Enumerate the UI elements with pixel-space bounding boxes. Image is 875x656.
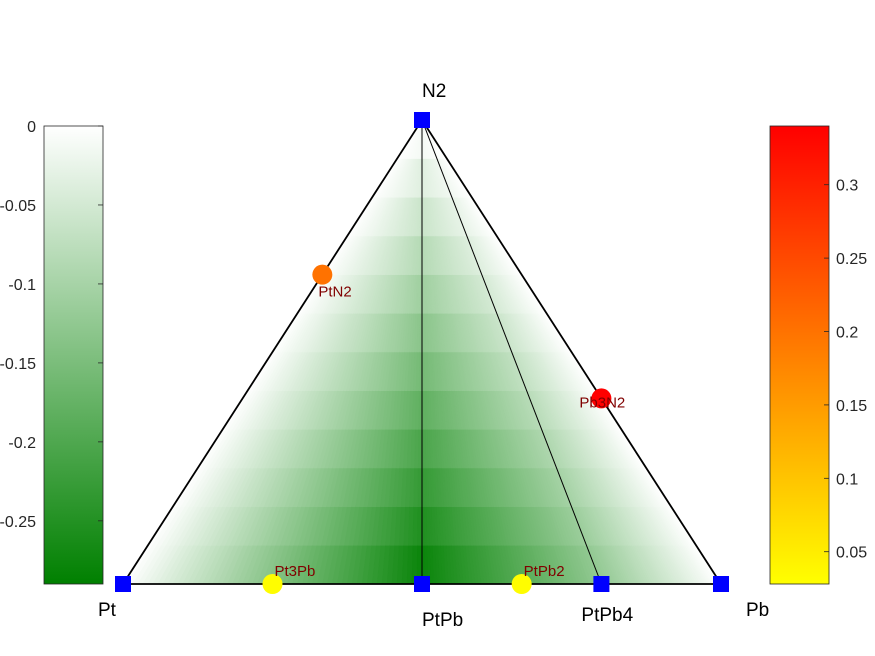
formation-energy-tick-label: -0.2 [8,435,36,452]
stable-phase-markers [115,112,729,592]
unstable-phase-label-pb3n2: Pb3N2 [579,394,625,411]
e-above-hull-tick-label: 0.2 [836,325,858,342]
formation-energy-colorbar: 0 -0.05 -0.1 -0.15 -0.2 -0.25 [0,119,104,585]
stable-phase-marker-ptpb [414,576,430,592]
unstable-phase-marker-pb3n2 [591,388,612,409]
stable-phase-marker-pb [713,576,729,592]
unstable-phase-marker-ptpb2 [511,574,532,594]
hull-facet-cell [417,506,423,546]
hull-edge-ptpb4-n2 [421,119,602,585]
formation-energy-tick-label: -0.15 [0,356,36,373]
e-above-hull-colorbar-ticks: 0.05 0.1 0.15 0.2 0.25 0.3 [824,178,867,562]
formation-energy-tick-label: 0 [27,119,36,136]
unstable-phase-marker-pt3pb [262,574,283,594]
stable-phase-label-pb: Pb [746,600,769,621]
hull-facet-cell [417,467,423,507]
unstable-phase-label-ptn2: PtN2 [318,284,351,301]
e-above-hull-tick-label: 0.05 [836,545,867,562]
formation-energy-colorbar-gradient [43,125,104,585]
stable-phase-marker-pt [115,576,131,592]
unstable-phase-label-ptpb2: PtPb2 [524,563,565,580]
formation-energy-tick-label: -0.05 [0,198,36,215]
stable-phase-label-pt: Pt [98,600,117,621]
stable-phase-label-n2: N2 [422,81,446,102]
e-above-hull-tick-label: 0.3 [836,178,858,195]
e-above-hull-colorbar: 0.05 0.1 0.15 0.2 0.25 0.3 [769,125,867,585]
hull-facet-cell [413,467,419,507]
e-above-hull-tick-label: 0.25 [836,251,867,268]
unstable-phase-markers [262,264,612,594]
unstable-phase-label-pt3pb: Pt3Pb [275,563,316,580]
hull-edges [122,119,722,585]
hull-edge-pb-n2 [421,119,722,585]
stable-phase-marker-n2 [414,112,430,128]
hull-facet-fills [122,119,722,585]
hull-facet-cell [412,506,419,546]
stable-phase-label-ptpb4: PtPb4 [581,605,633,626]
unstable-phase-marker-ptn2 [312,264,333,285]
formation-energy-colorbar-ticks: 0 -0.05 -0.1 -0.15 -0.2 -0.25 [0,119,103,531]
stable-phase-label-ptpb: PtPb [422,610,463,631]
e-above-hull-colorbar-gradient [769,125,830,585]
formation-energy-tick-label: -0.25 [0,514,36,531]
e-above-hull-tick-label: 0.1 [836,471,858,488]
stable-phase-marker-ptpb4 [593,576,610,592]
hull-edge-pt-n2 [122,119,423,585]
e-above-hull-tick-label: 0.15 [836,398,867,415]
hull-facet-cell [417,429,423,469]
formation-energy-tick-label: -0.1 [8,277,36,294]
